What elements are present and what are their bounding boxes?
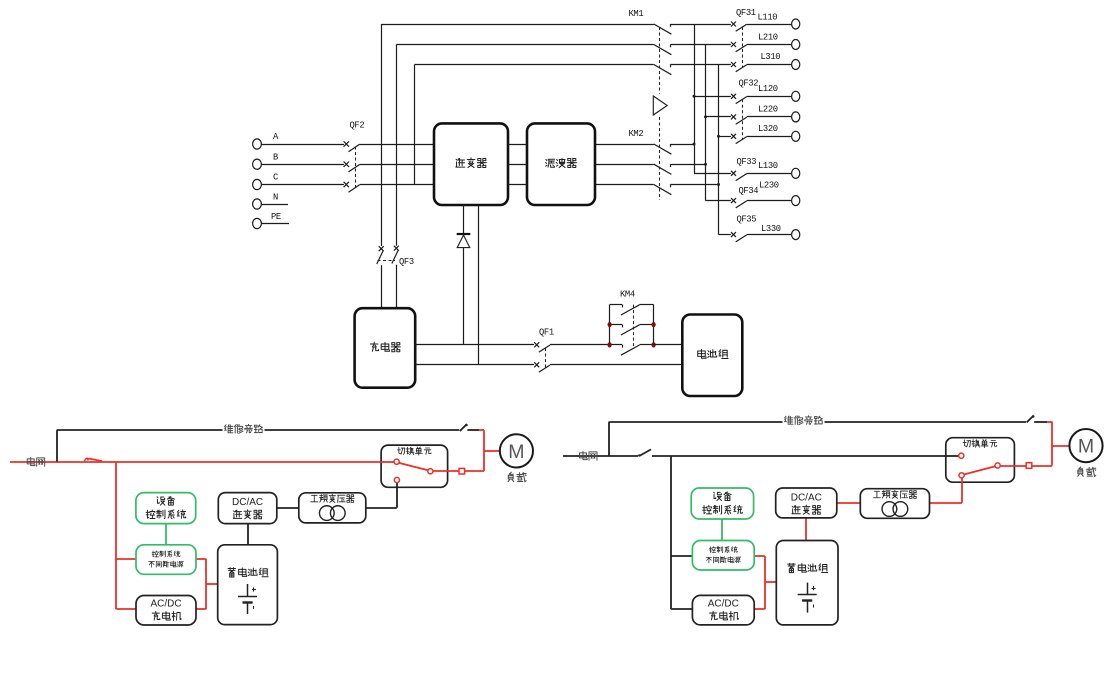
- svg-text:M: M: [1078, 436, 1094, 458]
- svg-text:N: N: [273, 193, 278, 203]
- svg-text:L330: L330: [761, 224, 781, 234]
- svg-text:AC/DC: AC/DC: [708, 598, 739, 609]
- svg-text:L220: L220: [758, 104, 778, 114]
- svg-text:QF34: QF34: [739, 186, 759, 196]
- svg-text:QF35: QF35: [737, 214, 757, 224]
- svg-text:L320: L320: [758, 124, 778, 134]
- svg-text:AC/DC: AC/DC: [150, 599, 181, 610]
- svg-text:L130: L130: [758, 161, 778, 171]
- svg-text:L210: L210: [758, 33, 778, 43]
- svg-text:B: B: [273, 152, 278, 162]
- svg-text:QF31: QF31: [736, 8, 756, 18]
- svg-text:A: A: [273, 132, 279, 142]
- svg-text:L110: L110: [758, 13, 778, 23]
- svg-text:KM2: KM2: [629, 129, 644, 139]
- svg-text:L120: L120: [758, 84, 778, 94]
- svg-text:QF3: QF3: [399, 257, 414, 267]
- svg-text:QF1: QF1: [539, 327, 554, 337]
- svg-text:QF2: QF2: [350, 121, 365, 131]
- svg-text:DC/AC: DC/AC: [232, 497, 263, 508]
- svg-text:DC/AC: DC/AC: [791, 493, 822, 504]
- svg-text:KM1: KM1: [629, 9, 644, 19]
- svg-text:KM4: KM4: [620, 289, 635, 299]
- svg-text:PE: PE: [271, 212, 281, 222]
- svg-text:L310: L310: [761, 52, 781, 62]
- svg-text:M: M: [508, 441, 524, 463]
- svg-text:QF32: QF32: [739, 79, 759, 89]
- svg-text:C: C: [273, 173, 278, 183]
- svg-text:L230: L230: [759, 181, 779, 191]
- svg-text:QF33: QF33: [737, 157, 757, 167]
